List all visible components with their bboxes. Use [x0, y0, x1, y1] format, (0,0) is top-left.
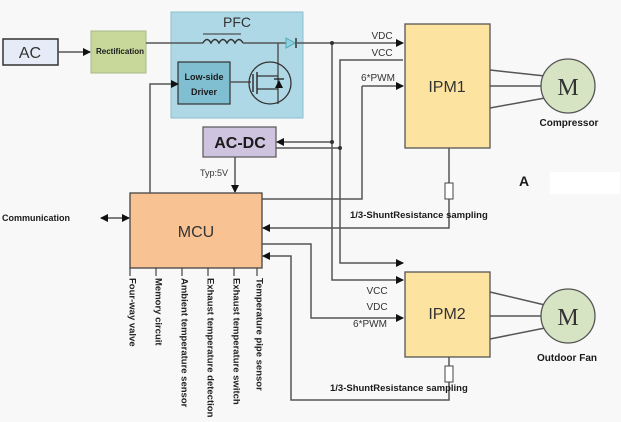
- blank-area: [550, 172, 620, 194]
- ac-label: AC: [19, 45, 41, 62]
- low-side-driver-label-1: Low-side: [184, 72, 223, 82]
- shunt2-feedback-wire: [262, 252, 450, 401]
- mcu-peripheral-label: Four-way valve: [126, 278, 137, 347]
- vcc-bus: [339, 59, 404, 267]
- mcu-peripheral-label: Memory circuit: [152, 278, 163, 346]
- ipm2-block: [404, 271, 491, 358]
- shunt2-label: 1/3-ShuntResistance sampling: [330, 383, 468, 394]
- ipm1-input-vcc: VCC: [371, 48, 392, 59]
- ipm1-block: [404, 23, 491, 149]
- mcu-peripheral-label: Exhaust temperature detection: [204, 278, 215, 418]
- motor2-symbol: M: [557, 305, 578, 331]
- compressor-label: Compressor: [540, 118, 599, 129]
- ipm1-label: IPM1: [428, 79, 465, 96]
- pwm-ipm2-wire: [262, 243, 404, 322]
- ipm2-label: IPM2: [428, 306, 465, 323]
- mcu-peripheral-label: Exhaust temperature switch: [230, 278, 241, 405]
- mcu-label: MCU: [178, 224, 214, 241]
- ipm2-input-vcc: VCC: [366, 286, 387, 297]
- ipm2-input-vdc: VDC: [366, 302, 387, 313]
- mcu-block: [129, 192, 263, 269]
- compressor-motor-icon: [540, 58, 596, 114]
- low-side-driver-block: [177, 61, 231, 105]
- mcu-peripheral-label: Ambient temperature sensor: [178, 278, 189, 408]
- ac-block: [2, 38, 59, 66]
- low-side-driver-label-2: Driver: [191, 87, 218, 97]
- inductor-icon: [202, 38, 244, 45]
- ipm1-input-vdc: VDC: [371, 31, 392, 42]
- mcu-to-driver-wire: [149, 80, 179, 193]
- shunt-resistor-2-icon: [444, 365, 454, 383]
- shunt1-label: 1/3-ShuntResistance sampling: [350, 210, 488, 221]
- ipm2-input-pwm: 6*PWM: [353, 319, 387, 330]
- acdc-output-label: Typ:5V: [200, 168, 228, 178]
- marker-a: A: [519, 173, 529, 189]
- ac-dc-label: AC-DC: [214, 135, 266, 152]
- outdoor-fan-motor-icon: [540, 288, 596, 344]
- mcu-peripheral-label: Temperature pipe sensor: [253, 278, 264, 391]
- pfc-label: PFC: [223, 14, 251, 30]
- diode-icon: [285, 37, 297, 49]
- shunt-resistor-1-icon: [444, 182, 454, 200]
- mcu-peripherals: Four-way valve Memory circuit Ambient temp…: [126, 268, 264, 418]
- ipm1-input-pwm: 6*PWM: [361, 73, 395, 84]
- rectification-block: [90, 30, 147, 74]
- communication-label: Communication: [2, 213, 70, 223]
- pwm-ipm1-wire: [262, 86, 363, 200]
- mosfet-icon: [248, 61, 292, 105]
- outdoor-fan-label: Outdoor Fan: [537, 353, 597, 364]
- motor1-symbol: M: [557, 75, 578, 101]
- rectification-label: Rectification: [96, 47, 144, 56]
- shunt1-feedback-wire: [262, 199, 450, 232]
- vdc-bus-vertical: [331, 43, 404, 284]
